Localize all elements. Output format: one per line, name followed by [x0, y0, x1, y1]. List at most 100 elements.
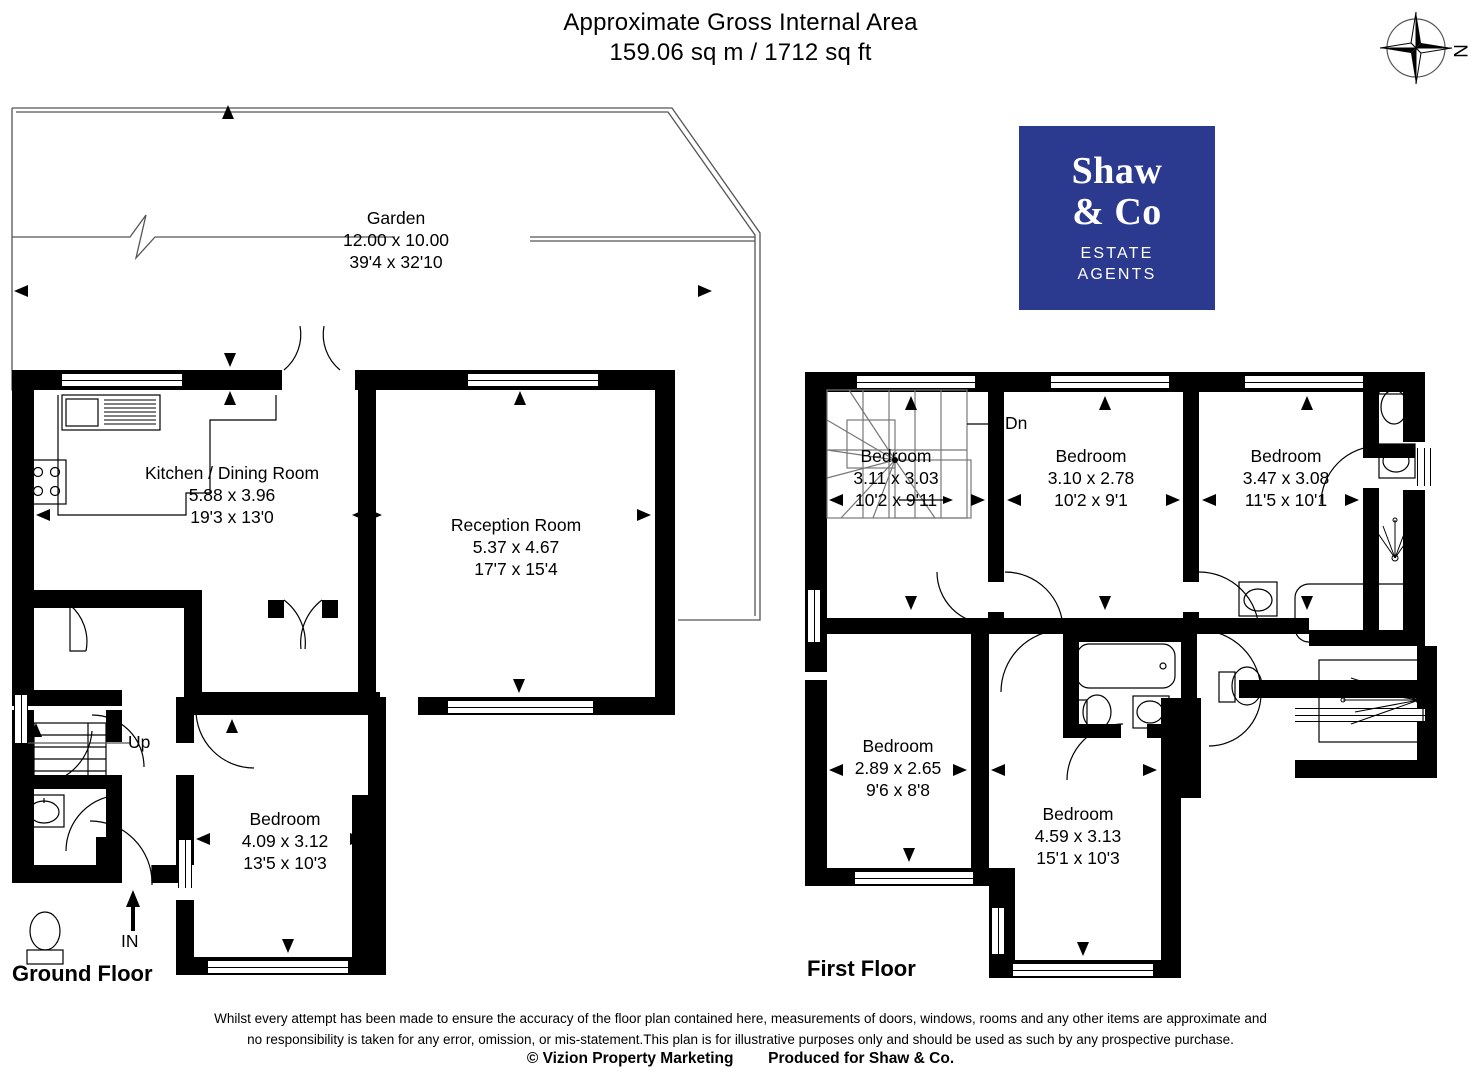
stairs-down-label: Dn — [1005, 413, 1028, 433]
wall — [176, 697, 194, 743]
entry-in-label: IN — [121, 931, 139, 951]
produced-for-text: Produced for Shaw & Co. — [768, 1050, 955, 1067]
bedroom2-metric: 3.10 x 2.78 — [1047, 468, 1135, 488]
first-floor-plan: Dn Bedroom 3.11 x 3.03 10'2 x 9'11 Bedro… — [795, 360, 1481, 1000]
wall — [12, 690, 122, 706]
disclaimer-line-2: no responsibility is taken for any error… — [247, 1032, 1234, 1047]
room-label-bedroom-2: Bedroom 3.10 x 2.78 10'2 x 9'1 — [1048, 445, 1135, 511]
window — [857, 375, 975, 389]
gross-area-heading: Approximate Gross Internal Area — [563, 9, 918, 36]
wall — [1363, 372, 1379, 452]
room-label-kitchen-dining: Kitchen / Dining Room 5.88 x 3.96 19'3 x… — [145, 462, 319, 528]
bedroom1-name: Bedroom — [860, 446, 932, 466]
wall — [184, 590, 202, 710]
wall — [1183, 372, 1199, 582]
wall — [322, 600, 338, 618]
first-floor-fixtures — [826, 383, 1424, 956]
wall — [352, 795, 386, 975]
gross-area-value: 159.06 sq m / 1712 sq ft — [609, 39, 872, 66]
gf-bedroom-metric: 4.09 x 3.12 — [241, 831, 329, 851]
window — [62, 373, 182, 387]
footer-disclaimer: Whilst every attempt has been made to en… — [0, 1008, 1481, 1050]
disclaimer-line-1: Whilst every attempt has been made to en… — [214, 1011, 1267, 1026]
wall — [1063, 628, 1079, 738]
compass-north-label: N — [1448, 44, 1470, 58]
logo-sub-line2: AGENTS — [1077, 266, 1157, 283]
window — [448, 700, 593, 714]
bedroom1-imperial: 10'2 x 9'11 — [854, 490, 938, 510]
window — [1051, 375, 1169, 389]
copyright-text: © Vizion Property Marketing — [526, 1050, 734, 1067]
footer-credits: © Vizion Property Marketing Produced for… — [0, 1050, 1481, 1068]
wall — [12, 710, 34, 880]
wall — [12, 590, 202, 608]
stairs-up-label: Up — [128, 732, 151, 752]
page-title: Approximate Gross Internal Area 159.06 s… — [0, 8, 1481, 68]
room-label-bedroom-5: Bedroom 4.59 x 3.13 15'1 x 10'3 — [1035, 803, 1122, 869]
bedroom3-name: Bedroom — [1250, 446, 1322, 466]
gf-bedroom-imperial: 13'5 x 10'3 — [243, 853, 327, 873]
wall — [12, 590, 34, 690]
wall — [1063, 724, 1121, 738]
wall — [971, 634, 989, 886]
room-label-bedroom-1: Bedroom 3.11 x 3.03 10'2 x 9'11 — [853, 445, 938, 511]
window — [208, 960, 348, 974]
window — [991, 908, 1005, 954]
bedroom4-metric: 2.89 x 2.65 — [854, 758, 942, 778]
garden-name: Garden — [366, 208, 426, 228]
room-label-reception: Reception Room 5.37 x 4.67 17'7 x 15'4 — [451, 514, 581, 580]
wall — [176, 697, 386, 715]
wall — [34, 775, 120, 789]
kitchen-imperial: 19'3 x 13'0 — [190, 507, 274, 527]
wall — [805, 680, 827, 880]
bedroom5-imperial: 15'1 x 10'3 — [1036, 848, 1120, 868]
window — [1013, 963, 1153, 977]
logo-brand-line2: & Co — [1072, 191, 1162, 233]
wall — [1239, 680, 1435, 698]
wall — [12, 865, 122, 883]
bedroom1-metric: 3.11 x 3.03 — [853, 468, 939, 488]
reception-metric: 5.37 x 4.67 — [472, 537, 560, 557]
bedroom3-metric: 3.47 x 3.08 — [1242, 468, 1330, 488]
window — [14, 695, 28, 743]
ground-floor-fixtures — [23, 325, 651, 965]
wall — [1063, 628, 1195, 642]
logo-sub-line1: ESTATE — [1080, 245, 1154, 262]
window — [1295, 708, 1425, 722]
reception-imperial: 17'7 x 15'4 — [474, 559, 558, 579]
window — [468, 373, 598, 387]
kitchen-name: Kitchen / Dining Room — [144, 463, 320, 483]
window — [807, 590, 821, 642]
bedroom2-name: Bedroom — [1055, 446, 1127, 466]
kitchen-metric: 5.88 x 3.96 — [188, 485, 276, 505]
wall — [1363, 444, 1415, 458]
garden-metric: 12.00 x 10.00 — [342, 230, 450, 250]
room-label-ground-bedroom: Bedroom 4.09 x 3.12 13'5 x 10'3 — [242, 808, 329, 874]
ground-floor-plan: Garden 12.00 x 10.00 39'4 x 32'10 — [0, 95, 790, 995]
bedroom2-imperial: 10'2 x 9'1 — [1054, 490, 1128, 510]
compass-rose-icon: N — [1372, 10, 1472, 88]
wall — [1199, 618, 1309, 634]
reception-name: Reception Room — [450, 515, 582, 535]
wall — [358, 370, 376, 715]
window — [1417, 448, 1431, 486]
wall — [96, 837, 122, 883]
garden-imperial: 39'4 x 32'10 — [349, 252, 443, 272]
bedroom5-name: Bedroom — [1042, 804, 1114, 824]
wall — [268, 600, 284, 618]
first-floor-title: First Floor — [807, 956, 916, 981]
window — [855, 871, 973, 885]
wall — [152, 865, 178, 883]
wall — [805, 618, 995, 634]
bedroom3-imperial: 11'5 x 10'1 — [1244, 490, 1328, 510]
room-label-garden: Garden 12.00 x 10.00 39'4 x 32'10 — [343, 207, 449, 273]
wall — [1417, 646, 1437, 778]
ground-floor-title: Ground Floor — [12, 961, 153, 986]
gf-bedroom-name: Bedroom — [249, 809, 321, 829]
window — [178, 840, 192, 888]
wall — [1403, 490, 1425, 630]
wall — [655, 370, 675, 715]
wall — [12, 370, 34, 610]
room-label-bedroom-3: Bedroom 3.47 x 3.08 11'5 x 10'1 — [1243, 445, 1330, 511]
